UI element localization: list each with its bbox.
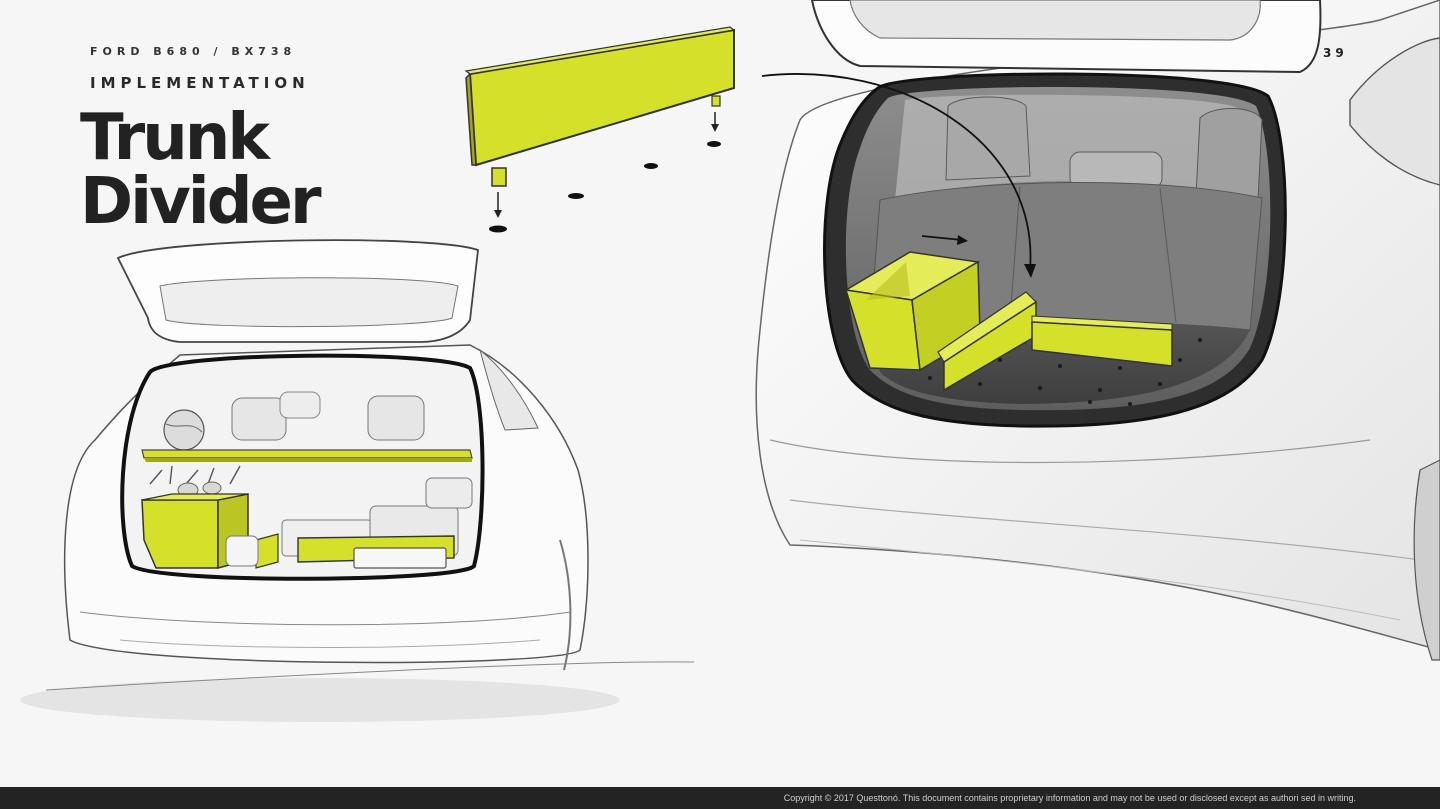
section-label: IMPLEMENTATION bbox=[90, 74, 310, 92]
right-car-sketch bbox=[755, 0, 1440, 661]
page-number: 39 bbox=[1323, 46, 1348, 60]
copyright-notice: Copyright © 2017 Questtonó. This documen… bbox=[783, 793, 1356, 803]
project-code-label: FORD B680 / BX738 bbox=[90, 45, 297, 58]
footer-bar: Copyright © 2017 Questtonó. This documen… bbox=[0, 787, 1440, 809]
slide-title: Trunk Divider bbox=[80, 101, 321, 239]
slide-title-line-2: Divider bbox=[80, 165, 321, 239]
slide-title-line-1: Trunk bbox=[80, 101, 270, 175]
sketch-artwork bbox=[20, 0, 1440, 722]
left-car-sketch bbox=[20, 239, 695, 722]
divider-panel-illustration bbox=[464, 26, 736, 233]
